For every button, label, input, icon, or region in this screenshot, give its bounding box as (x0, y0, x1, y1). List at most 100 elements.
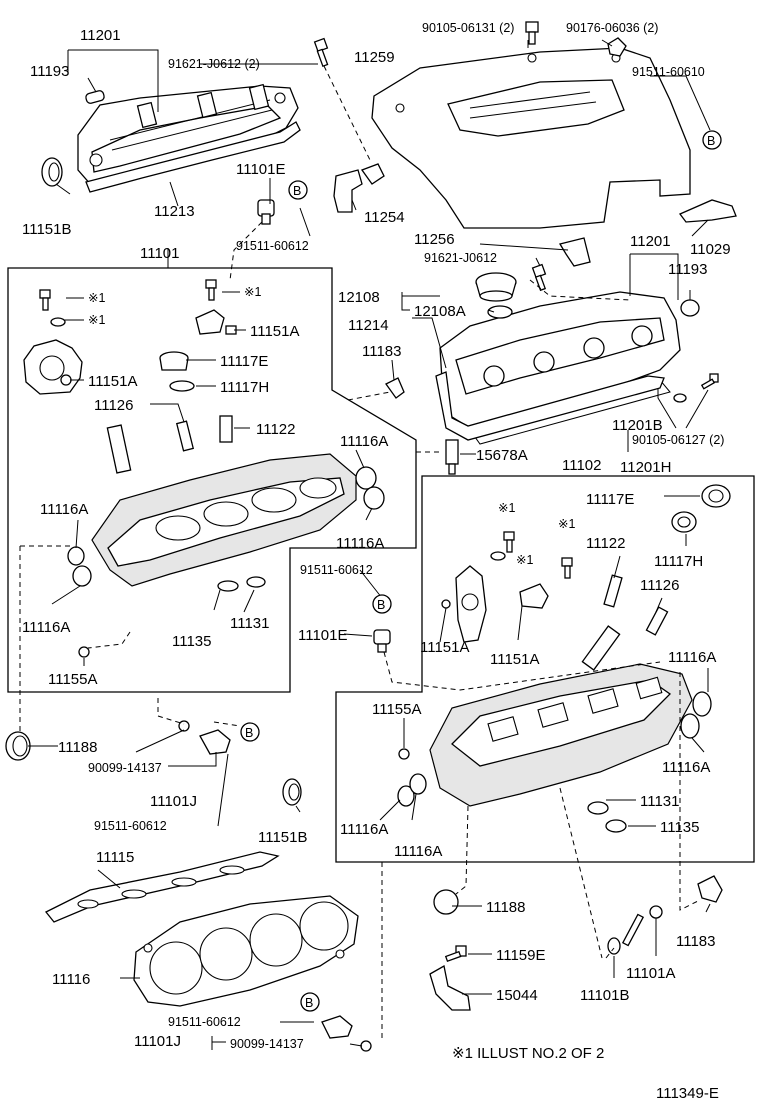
label-11151A-b: 11151A (88, 373, 138, 390)
bracket-11029 (678, 199, 737, 223)
label-11122-right: 11122 (586, 535, 626, 552)
label-11183-right: 11183 (676, 933, 716, 950)
label-11101B: 11101B (580, 987, 630, 1004)
label-11159E: 11159E (496, 947, 546, 964)
callout-b-2: B (702, 130, 722, 150)
label-90105-right: 90105-06127 (2) (632, 433, 724, 447)
label-11116A-g: 11116A (340, 821, 388, 838)
tube-11126-left-long (106, 424, 132, 474)
washer-11101B (607, 937, 621, 955)
cylinder-head-left (91, 453, 357, 587)
label-11151A-a: 11151A (250, 323, 300, 340)
label-11116A-e: 11116A (668, 649, 716, 666)
label-91621-mid: 91621-J0612 (424, 251, 497, 265)
bracket-11254 (333, 169, 363, 213)
svg-text:B: B (707, 134, 715, 148)
label-11122-left: 11122 (256, 421, 296, 438)
label-x1-a: ※1 (88, 291, 105, 305)
callout-b-5: B (300, 992, 320, 1012)
plug-11183-top (385, 377, 405, 399)
ring-11151B-mid (282, 778, 302, 806)
bolt-11101A (621, 905, 663, 947)
engine-cover-11259 (371, 47, 691, 229)
label-11102: 11102 (562, 457, 602, 474)
seal-11201B (673, 393, 687, 403)
label-11201-right: 11201 (630, 233, 671, 250)
label-11116A-a: 11116A (340, 433, 388, 450)
seal-11193-right (680, 299, 700, 317)
label-11117E-left: 11117E (220, 353, 268, 370)
nut-90176 (607, 37, 627, 57)
cap-11117E-right (701, 484, 731, 508)
callout-b-4: B (240, 722, 260, 742)
tube-11122-right (603, 574, 623, 608)
plug-11116A-right-3 (397, 785, 415, 807)
plug-11116A-right-4 (409, 773, 427, 795)
label-91511-e: 91511-60612 (168, 1015, 241, 1029)
label-x1-c: ※1 (244, 285, 261, 299)
label-11201H: 11201H (620, 459, 671, 476)
sensor-11101J-a (199, 729, 231, 755)
label-90105-top: 90105-06131 (2) (422, 21, 514, 35)
bolt-x1-left-a (39, 289, 51, 311)
plug-11188-left (5, 731, 31, 761)
svg-text:B: B (245, 726, 253, 740)
label-11213: 11213 (154, 203, 195, 220)
label-11131-right: 11131 (640, 793, 680, 810)
label-11101: 11101 (140, 245, 180, 262)
cam-housing-left (23, 339, 83, 395)
callout-b-1: B (288, 180, 308, 200)
label-11115: 11115 (96, 849, 134, 866)
bolt-x1-right-b (561, 557, 573, 579)
label-91511-d: 91511-60612 (94, 819, 167, 833)
note-illust: ※1 ILLUST NO.2 OF 2 (452, 1045, 604, 1062)
label-11117H-left: 11117H (220, 379, 269, 396)
label-11101J-a: 11101J (150, 793, 197, 810)
plug-11116A-left-3 (67, 546, 85, 566)
plug-11188-right (433, 889, 459, 915)
plug-11116A-left-1 (355, 466, 377, 490)
cylinder-head-cover-left (77, 83, 299, 187)
label-11193-top: 11193 (30, 63, 70, 80)
label-11193-right: 11193 (668, 261, 708, 278)
label-11135-right: 11135 (660, 819, 700, 836)
leader-lines (28, 39, 711, 1050)
label-11117E-right: 11117E (586, 491, 634, 508)
label-11116A-h: 11116A (394, 843, 442, 860)
plug-11155A-right (398, 748, 410, 760)
label-12108: 12108 (338, 289, 380, 306)
tube-11126-right-long (581, 625, 621, 671)
label-11259: 11259 (354, 49, 395, 66)
label-11126-left: 11126 (94, 397, 134, 414)
plug-11155A-left (78, 646, 90, 658)
label-11116A-f: 11116A (662, 759, 710, 776)
oring-90099-a (178, 720, 190, 732)
head-cover-gasket-left (85, 121, 301, 193)
frame-11102 (335, 475, 755, 863)
head-gasket-11116 (133, 895, 359, 1007)
oil-filler-cap-12108 (475, 272, 517, 302)
label-11116: 11116 (52, 971, 90, 988)
bracket-11151A-left (195, 309, 225, 335)
bolt-90105-06131 (525, 21, 539, 45)
cap-11117E-left (159, 351, 189, 371)
label-11101J-b: 11101J (134, 1033, 181, 1050)
plug-11183-right (697, 875, 723, 903)
label-11101A: 11101A (626, 965, 676, 982)
label-90099-b: 90099-14137 (230, 1037, 304, 1051)
label-12108A: 12108A (414, 303, 466, 320)
svg-text:B: B (305, 996, 313, 1010)
label-11254: 11254 (364, 209, 405, 226)
cylinder-head-cover-right (439, 291, 681, 445)
ring-11151B-top (41, 157, 63, 187)
sensor-15678A (445, 439, 459, 475)
plug-11116A-left-2 (363, 486, 385, 510)
bolt-x1-right-a (503, 531, 515, 553)
gasket-12108A (487, 305, 513, 319)
washer-11131-right (587, 801, 609, 815)
label-11151B-top: 11151B (22, 221, 72, 238)
label-11116A-d: 11116A (22, 619, 70, 636)
label-11256: 11256 (414, 231, 455, 248)
seal-11117H-right (671, 511, 697, 533)
